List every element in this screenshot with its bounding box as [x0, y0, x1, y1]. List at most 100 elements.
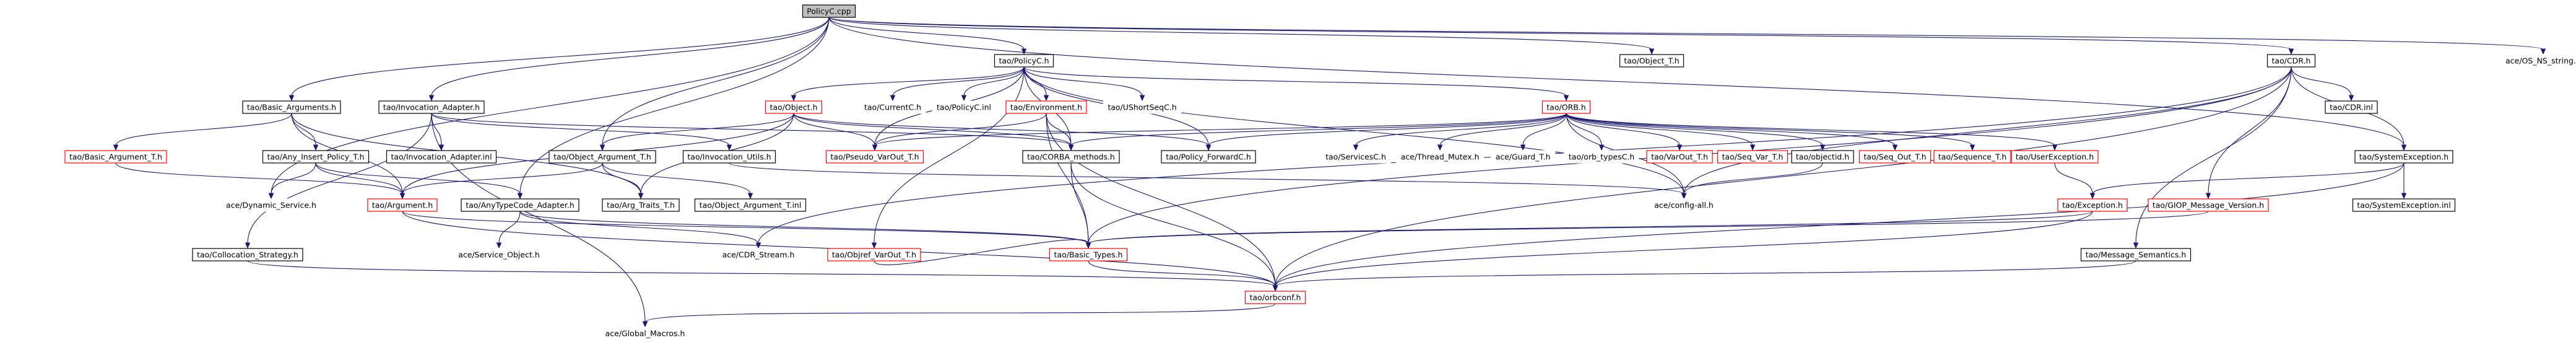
node-box — [2352, 198, 2456, 212]
node-box — [1103, 100, 1182, 114]
node-box — [1022, 150, 1120, 164]
node-label: tao/PolicyC.h — [999, 56, 1049, 66]
graph-node[interactable]: tao/Object_Argument_T.inl — [694, 198, 807, 212]
dependency-edge — [1681, 162, 1823, 200]
graph-node[interactable]: tao/CDR.h — [2266, 54, 2316, 68]
graph-node[interactable]: tao/Environment.h — [1005, 100, 1087, 114]
node-label: ace/Global_Macros.h — [605, 329, 685, 338]
node-box — [1791, 150, 1854, 164]
dependency-edge — [872, 113, 1047, 151]
graph-node[interactable]: tao/GIOP_Message_Version.h — [2148, 198, 2269, 212]
graph-node: ace/config-all.h — [1649, 198, 1719, 212]
dependency-edge — [315, 162, 523, 200]
graph-node[interactable]: tao/Exception.h — [2057, 198, 2128, 212]
node-box — [221, 198, 321, 212]
node-box — [2500, 54, 2576, 68]
node-label: tao/orbconf.h — [1250, 293, 1301, 302]
graph-node: ace/Thread_Mutex.h — [1395, 150, 1485, 164]
graph-node[interactable]: tao/ORB.h — [1542, 100, 1591, 114]
graph-node[interactable]: tao/AnyTypeCode_Adapter.h — [461, 198, 579, 212]
graph-node[interactable]: tao/Collocation_Strategy.h — [192, 248, 303, 261]
graph-node[interactable]: tao/Seq_Var_T.h — [1717, 150, 1789, 164]
graph-node[interactable]: tao/VarOut_T.h — [1646, 150, 1713, 164]
node-box — [859, 100, 926, 114]
dependency-edge — [828, 17, 2546, 55]
graph-node[interactable]: tao/Invocation_Utils.h — [682, 150, 776, 164]
node-label: tao/Object.h — [770, 103, 817, 112]
dependency-edge — [315, 162, 405, 200]
graph-node[interactable]: PolicyC.cpp — [802, 4, 856, 18]
node-box — [1858, 150, 1932, 164]
graph-node[interactable]: tao/Invocation_Adapter.h — [378, 100, 485, 114]
dependency-edge — [291, 113, 319, 151]
edges-layer — [113, 17, 2546, 328]
node-label: PolicyC.cpp — [807, 7, 851, 16]
node-box — [682, 150, 776, 164]
node-label: tao/Basic_Arguments.h — [247, 103, 336, 112]
graph-node[interactable]: tao/Basic_Argument_T.h — [64, 150, 167, 164]
graph-node[interactable]: tao/Object.h — [765, 100, 823, 114]
graph-node[interactable]: tao/Message_Semantics.h — [2080, 248, 2192, 261]
graph-node: ace/Guard_T.h — [1490, 150, 1556, 164]
node-box — [1049, 248, 1128, 261]
dependency-edge — [431, 113, 648, 328]
node-box — [694, 198, 807, 212]
dependency-edge — [245, 113, 432, 249]
graph-node[interactable]: tao/SystemException.inl — [2352, 198, 2456, 212]
node-box — [2011, 150, 2099, 164]
dependency-edge — [602, 162, 644, 200]
dependency-edge — [1085, 211, 2209, 249]
dependency-edge — [1085, 211, 2093, 249]
graph-node[interactable]: tao/Pseudo_VarOut_T.h — [825, 150, 924, 164]
dependency-edge — [729, 162, 1687, 200]
dependency-edge — [519, 211, 761, 249]
node-label: tao/Argument.h — [372, 201, 433, 210]
graph-node[interactable]: tao/Object_Argument_T.h — [549, 150, 656, 164]
graph-node[interactable]: tao/Policy_ForwardC.h — [1161, 150, 1256, 164]
node-box — [1649, 198, 1719, 212]
graph-node[interactable]: tao/CORBA_methods.h — [1022, 150, 1120, 164]
dependency-edge — [602, 162, 753, 200]
graph-node[interactable]: tao/Invocation_Adapter.inl — [386, 150, 497, 164]
graph-node[interactable]: tao/Any_Insert_Policy_T.h — [262, 150, 370, 164]
node-box — [2148, 198, 2269, 212]
node-label: tao/Seq_Var_T.h — [1722, 152, 1784, 162]
dependency-edge — [2054, 162, 2096, 200]
node-box — [1933, 150, 2011, 164]
node-label: ace/Thread_Mutex.h — [1401, 152, 1480, 162]
dependency-edge — [961, 66, 1025, 102]
dependency-edge — [268, 162, 316, 200]
graph-node[interactable]: tao/SystemException.h — [2354, 150, 2453, 164]
graph-node[interactable]: tao/Arg_Traits_T.h — [602, 198, 680, 212]
node-label: tao/Arg_Traits_T.h — [607, 201, 675, 210]
node-box — [1321, 150, 1391, 164]
node-label: tao/Seq_Out_T.h — [1863, 152, 1926, 162]
graph-node[interactable]: tao/UserException.h — [2011, 150, 2099, 164]
graph-node[interactable]: tao/Sequence_T.h — [1933, 150, 2011, 164]
dependency-edge — [2089, 162, 2405, 200]
graph-node[interactable]: tao/Basic_Arguments.h — [242, 100, 341, 114]
graph-node[interactable]: tao/Objref_VarOut_T.h — [827, 248, 921, 261]
node-box — [2354, 150, 2453, 164]
graph-node[interactable]: tao/orbconf.h — [1244, 291, 1306, 304]
node-label: tao/Basic_Argument_T.h — [69, 152, 162, 162]
dependency-edge — [519, 211, 1091, 249]
dependency-edge — [1520, 113, 1567, 151]
dependency-edge — [1566, 113, 1826, 151]
node-box — [262, 150, 370, 164]
graph-node[interactable]: tao/objectid.h — [1791, 150, 1854, 164]
dependency-edge — [1272, 260, 2136, 292]
graph-node[interactable]: tao/Seq_Out_T.h — [1858, 150, 1932, 164]
graph-node[interactable]: tao/Object_T.h — [1619, 54, 1685, 68]
node-box — [600, 327, 690, 340]
graph-node[interactable]: tao/Argument.h — [367, 198, 438, 212]
dependency-edge — [113, 113, 292, 151]
graph-node[interactable]: tao/CDR.inl — [2325, 100, 2378, 114]
dependency-edge — [828, 17, 1655, 55]
graph-node[interactable]: tao/Basic_Types.h — [1049, 248, 1128, 261]
node-label: tao/AnyTypeCode_Adapter.h — [466, 201, 575, 210]
dependency-edge — [1070, 162, 1278, 292]
dependency-edge — [642, 303, 1276, 328]
graph-node[interactable]: tao/PolicyC.h — [994, 54, 1054, 68]
node-label: tao/Sequence_T.h — [1938, 152, 2006, 162]
